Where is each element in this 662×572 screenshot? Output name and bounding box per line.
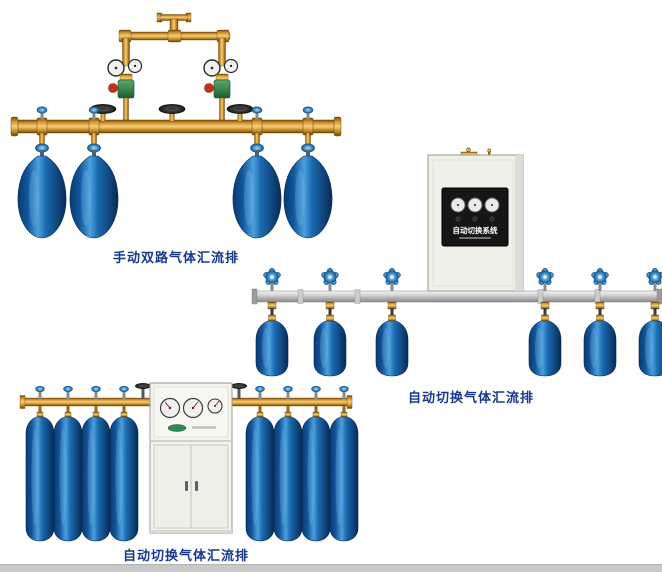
- indicator-light: [472, 216, 478, 222]
- valve-handwheel: [134, 382, 248, 399]
- manifold-pipe: [10, 116, 342, 137]
- panel-label: 自动切换系统: [453, 225, 498, 235]
- bottom-divider: [0, 564, 662, 572]
- door-handle: [185, 481, 188, 491]
- valve-handwheel: [89, 103, 254, 121]
- cylinder-connection: [255, 385, 349, 418]
- cabinet-badge: [167, 424, 187, 432]
- auto-switch-manifold-illustration: 自动切换系统: [251, 147, 662, 377]
- regulator-knob: [204, 83, 214, 93]
- inlet-pipe-assembly: [118, 12, 231, 43]
- control-cabinet: [149, 382, 233, 534]
- gas-cylinder: [301, 416, 331, 542]
- manual-dual-manifold-illustration: [10, 12, 342, 239]
- cabinet-top-valve: [466, 147, 471, 153]
- gas-cylinder: [69, 155, 119, 239]
- gas-cylinder: [273, 416, 303, 542]
- gas-cylinder: [255, 320, 289, 377]
- gas-cylinder: [528, 320, 562, 377]
- figure-auto-switch-manifold: 自动切换系统: [251, 147, 662, 405]
- indicator-light: [489, 216, 495, 222]
- figure-caption: 自动切换气体汇流排: [122, 548, 249, 563]
- gas-cylinder: [375, 320, 409, 377]
- gas-cylinder: [329, 416, 359, 542]
- gas-cylinder: [313, 320, 347, 377]
- figure-caption: 自动切换气体汇流排: [407, 390, 534, 405]
- gas-cylinder: [17, 155, 67, 239]
- figure-manual-dual-manifold: 手动双路气体汇流排: [8, 6, 344, 265]
- cylinder-connection: [87, 106, 101, 156]
- cylinder-connection: [263, 267, 281, 322]
- gas-cylinder: [81, 416, 111, 542]
- cylinder-connection: [301, 106, 315, 156]
- gas-cylinder: [245, 416, 275, 542]
- figure-caption: 手动双路气体汇流排: [112, 250, 239, 265]
- gas-cylinder: [25, 416, 55, 542]
- cylinder-connection: [383, 267, 401, 322]
- auto-switch-manifold-2-illustration: [19, 382, 359, 542]
- pressure-regulator: [107, 37, 143, 121]
- cylinder-connection: [250, 106, 264, 156]
- regulator-knob: [108, 83, 118, 93]
- indicator-light: [455, 216, 461, 222]
- cabinet-top-valve: [487, 148, 492, 153]
- gas-cylinder: [53, 416, 83, 542]
- gas-cylinder: [109, 416, 139, 542]
- cylinder-connection: [35, 385, 129, 418]
- gas-cylinder: [638, 320, 662, 377]
- cylinder-connection: [35, 106, 49, 156]
- door-handle: [195, 481, 198, 491]
- cylinder-connection: [321, 267, 339, 322]
- gas-cylinder: [583, 320, 617, 377]
- pressure-regulator: [203, 37, 239, 121]
- cylinder-connection: [646, 267, 662, 322]
- control-cabinet: 自动切换系统: [427, 147, 524, 292]
- figure-auto-switch-manifold-2: 自动切换气体汇流排: [18, 378, 359, 563]
